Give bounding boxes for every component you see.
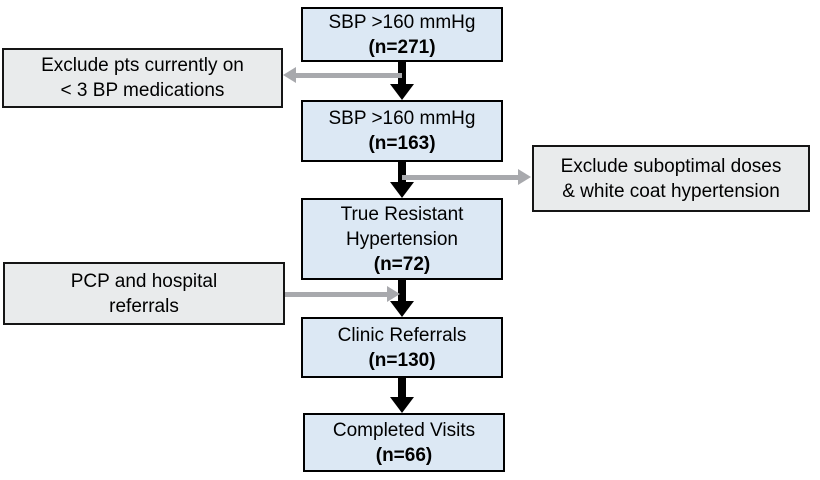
side-box-text: Exclude pts currently on [41,55,244,76]
flow-box-completed-visits: Completed Visits (n=66) [303,413,505,472]
flow-box-count: (n=271) [368,36,436,58]
flow-box-title: Clinic Referrals [337,324,467,346]
flow-box-sbp-163: SBP >160 mmHg (n=163) [301,100,503,162]
flow-box-title-line2: Hypertension [346,228,458,250]
flow-box-title: SBP >160 mmHg [328,108,476,129]
side-box-text: Exclude suboptimal doses [560,155,782,177]
flow-box-count: (n=163) [368,133,436,154]
side-box-text-line2: referrals [109,295,179,317]
flow-box-count: (n=66) [375,444,433,466]
side-box-text-line2: < 3 BP medications [60,80,225,101]
side-box-text: PCP and hospital [70,270,218,292]
side-box-exclude-suboptimal: Exclude suboptimal doses & white coat hy… [532,145,810,212]
flow-box-title: True Resistant [340,203,464,225]
side-box-exclude-medications: Exclude pts currently on < 3 BP medicati… [2,48,283,108]
flow-box-title: SBP >160 mmHg [328,11,476,33]
flow-box-count: (n=72) [373,253,431,275]
side-box-text-line2: & white coat hypertension [562,180,780,202]
flow-box-title: Completed Visits [332,419,476,441]
flow-box-clinic-referrals: Clinic Referrals (n=130) [301,317,503,378]
flow-box-sbp-271: SBP >160 mmHg (n=271) [301,7,503,62]
side-box-pcp-referrals: PCP and hospital referrals [3,262,285,325]
flow-box-true-resistant: True Resistant Hypertension (n=72) [301,198,503,280]
flow-box-count: (n=130) [368,349,436,371]
